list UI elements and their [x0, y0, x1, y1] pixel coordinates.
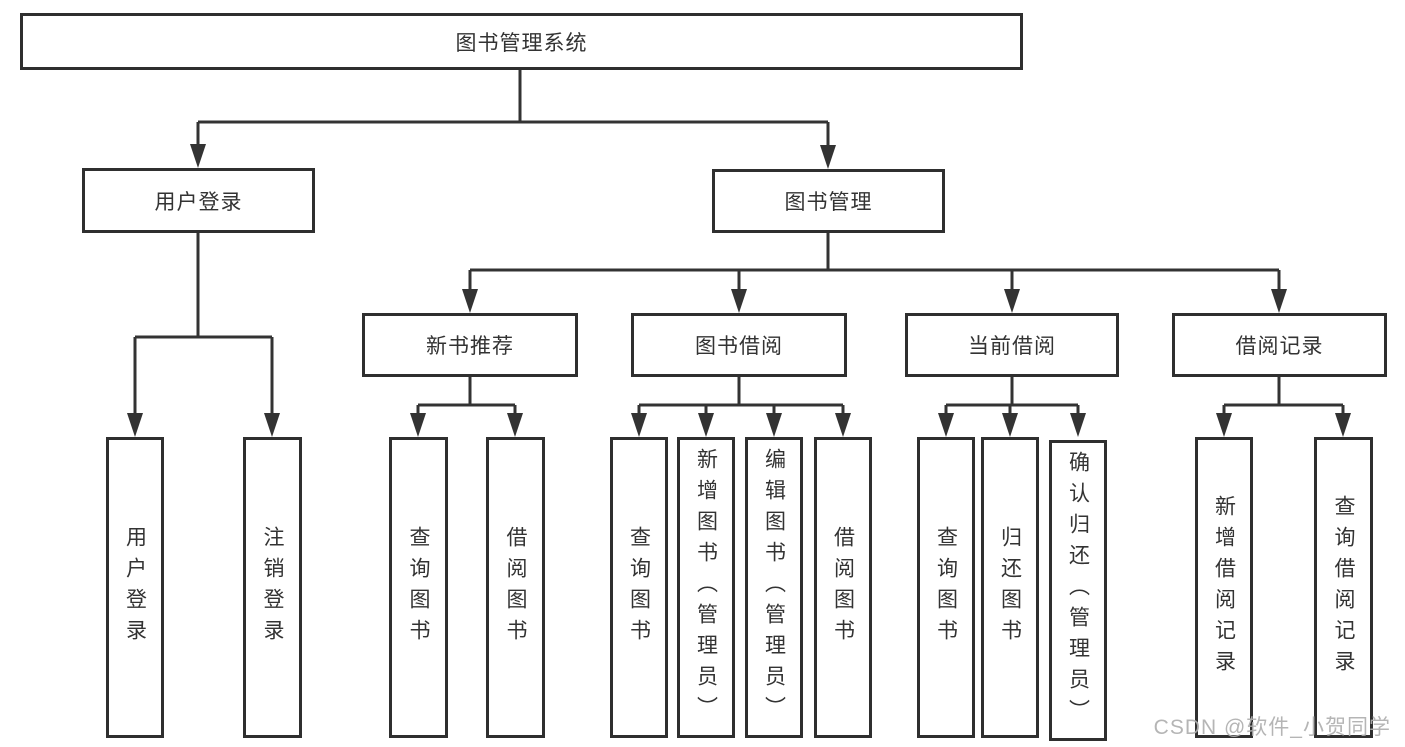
node-user-login-label: 用户登录	[154, 190, 243, 214]
node-query-borrowing-record-label: 查询借阅记录	[1332, 494, 1355, 681]
node-borrowing-records: 借阅记录	[1172, 313, 1387, 377]
node-query-books-3-label: 查询图书	[934, 525, 958, 650]
node-edit-books-admin: 编辑图书（管理员）	[745, 437, 803, 738]
node-query-books-3: 查询图书	[917, 437, 975, 738]
node-book-borrowing: 图书借阅	[631, 313, 847, 377]
node-new-book-recommendation: 新书推荐	[362, 313, 578, 377]
node-borrowing-records-label: 借阅记录	[1235, 335, 1324, 358]
node-user-login-action-label: 用户登录	[123, 525, 147, 650]
node-query-books-2: 查询图书	[610, 437, 668, 738]
node-confirm-return-admin: 确认归还（管理员）	[1049, 440, 1107, 741]
node-add-books-admin-label: 新增图书（管理员）	[694, 448, 718, 727]
watermark: CSDN @软件_小贺同学	[1153, 716, 1391, 739]
node-book-borrowing-label: 图书借阅	[695, 335, 783, 358]
node-query-borrowing-record: 查询借阅记录	[1314, 437, 1373, 738]
node-current-borrowing: 当前借阅	[905, 313, 1119, 377]
node-user-login-action: 用户登录	[106, 437, 164, 738]
node-add-borrowing-record-label: 新增借阅记录	[1212, 494, 1236, 681]
node-return-books-label: 归还图书	[998, 525, 1022, 650]
node-query-books-2-label: 查询图书	[627, 525, 651, 650]
node-logout-label: 注销登录	[261, 525, 284, 650]
node-book-management-label: 图书管理	[784, 191, 873, 214]
node-query-books-1-label: 查询图书	[407, 525, 430, 650]
node-book-management: 图书管理	[712, 169, 945, 233]
node-borrow-books-2-label: 借阅图书	[831, 525, 855, 650]
node-new-book-recommendation-label: 新书推荐	[426, 335, 514, 358]
node-add-borrowing-record: 新增借阅记录	[1195, 437, 1253, 738]
node-borrow-books-1: 借阅图书	[486, 437, 545, 738]
node-edit-books-admin-label: 编辑图书（管理员）	[762, 448, 786, 727]
node-borrow-books-2: 借阅图书	[814, 437, 872, 738]
node-library-management-system: 图书管理系统	[20, 13, 1023, 70]
node-add-books-admin: 新增图书（管理员）	[677, 437, 735, 738]
node-user-login: 用户登录	[82, 168, 315, 233]
node-current-borrowing-label: 当前借阅	[968, 335, 1056, 358]
node-logout: 注销登录	[243, 437, 302, 738]
node-query-books-1: 查询图书	[389, 437, 448, 738]
node-borrow-books-1-label: 借阅图书	[504, 525, 527, 650]
node-return-books: 归还图书	[981, 437, 1039, 738]
node-library-management-system-label: 图书管理系统	[455, 31, 588, 55]
node-confirm-return-admin-label: 确认归还（管理员）	[1066, 451, 1090, 730]
